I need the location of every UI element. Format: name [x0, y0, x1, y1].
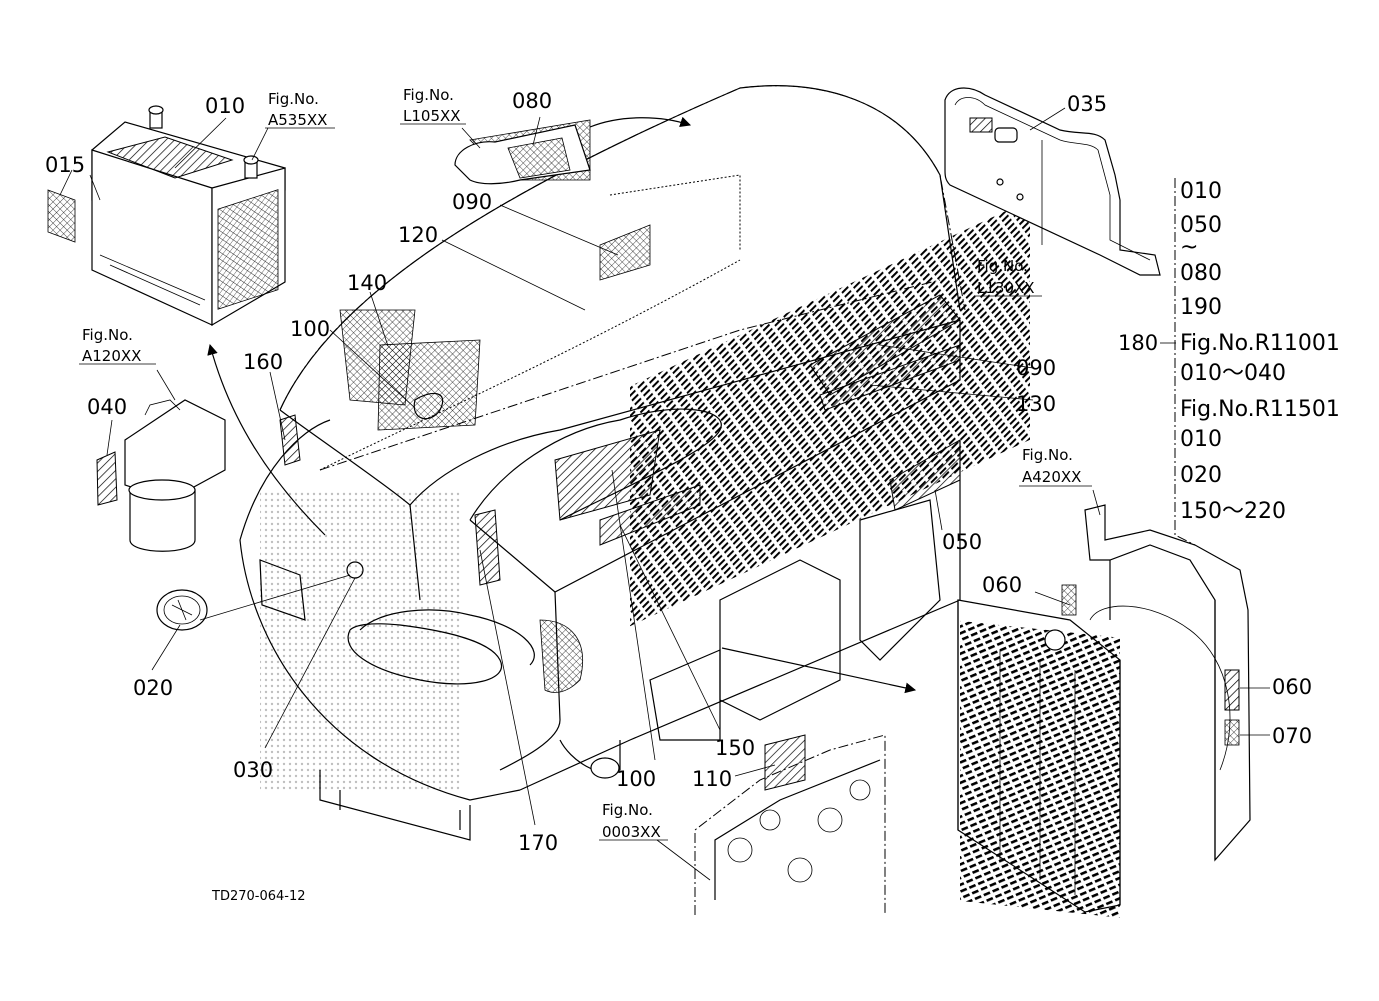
- callout-050: 050: [942, 530, 982, 554]
- set-180-line-11: 150～220: [1180, 499, 1286, 524]
- fig-ref-l105-code: L105XX: [403, 107, 461, 125]
- callout-120: 120: [398, 223, 438, 247]
- side-panel: [944, 87, 1161, 276]
- arrow-top-panel: [589, 116, 692, 128]
- leader-lines: [59, 107, 1270, 881]
- fig-ref-a120: Fig.No. A120XX: [79, 326, 156, 365]
- callout-170: 170: [518, 831, 558, 855]
- callout-060-top: 060: [982, 573, 1022, 597]
- fig-ref-a535-label: Fig.No.: [268, 90, 319, 108]
- callout-060-side: 060: [1272, 675, 1312, 699]
- callout-090-top: 090: [452, 190, 492, 214]
- callout-030: 030: [233, 758, 273, 782]
- set-180-line-9: 010: [1180, 427, 1222, 452]
- callout-020: 020: [133, 676, 173, 700]
- callout-160: 160: [243, 350, 283, 374]
- fig-ref-a535: Fig.No. A535XX: [265, 90, 335, 129]
- callout-150: 150: [715, 736, 755, 760]
- top-panel: [454, 124, 591, 185]
- fig-ref-0003: Fig.No. 0003XX: [599, 801, 668, 841]
- fig-ref-a420: Fig.No. A420XX: [1019, 446, 1092, 487]
- callout-100-top: 100: [290, 317, 330, 341]
- set-180-line-6: Fig.No.R11001: [1180, 331, 1340, 356]
- callout-130: 130: [1016, 392, 1056, 416]
- cap-020: [156, 589, 208, 631]
- fig-ref-l105-label: Fig.No.: [403, 86, 454, 104]
- set-180-line-2: 050: [1180, 213, 1222, 238]
- callout-110: 110: [692, 767, 732, 791]
- set-180-list: 010 050 ~ 080 190 Fig.No.R11001 010～040 …: [1180, 179, 1340, 524]
- engine-block: [694, 734, 886, 915]
- callout-010: 010: [205, 94, 245, 118]
- bonnet: [239, 85, 1030, 801]
- callout-140: 140: [347, 271, 387, 295]
- set-180-line-4: 080: [1180, 261, 1222, 286]
- set-180-line-5: 190: [1180, 295, 1222, 320]
- fig-ref-l130-label: Fig.No.: [977, 257, 1028, 275]
- label-015: [47, 189, 76, 243]
- fuel-filter: [96, 399, 226, 552]
- fig-ref-0003-code: 0003XX: [602, 823, 661, 841]
- drawing-code: TD270-064-12: [211, 889, 306, 904]
- callout-180: 180: [1118, 331, 1158, 355]
- radiator: [957, 504, 1251, 918]
- set-180-line-3: ~: [1180, 235, 1198, 260]
- fig-ref-a120-code: A120XX: [82, 347, 141, 365]
- callout-015: 015: [45, 153, 85, 177]
- callout-035: 035: [1067, 92, 1107, 116]
- fig-ref-a120-label: Fig.No.: [82, 326, 133, 344]
- fig-ref-a535-code: A535XX: [268, 111, 327, 129]
- fig-ref-a420-code: A420XX: [1022, 468, 1081, 486]
- engine-parts: [319, 499, 941, 841]
- callout-070: 070: [1272, 724, 1312, 748]
- set-180-line-7: 010～040: [1180, 361, 1286, 386]
- arrow-battery: [207, 343, 326, 536]
- set-180-line-10: 020: [1180, 463, 1222, 488]
- fig-ref-l130-code: L130XX: [977, 279, 1035, 297]
- callout-080: 080: [512, 89, 552, 113]
- arrow-radiator: [721, 647, 917, 694]
- set-180-line-8: Fig.No.R11501: [1180, 397, 1340, 422]
- set-180-line-1: 010: [1180, 179, 1222, 204]
- fig-ref-a420-label: Fig.No.: [1022, 446, 1073, 464]
- callout-090-side: 090: [1016, 356, 1056, 380]
- fig-ref-0003-label: Fig.No.: [602, 801, 653, 819]
- fig-ref-l130: Fig.No. L130XX: [974, 257, 1042, 297]
- callout-040: 040: [87, 395, 127, 419]
- callout-100-bottom: 100: [616, 767, 656, 791]
- fig-ref-l105: Fig.No. L105XX: [400, 86, 466, 125]
- battery: [91, 105, 286, 327]
